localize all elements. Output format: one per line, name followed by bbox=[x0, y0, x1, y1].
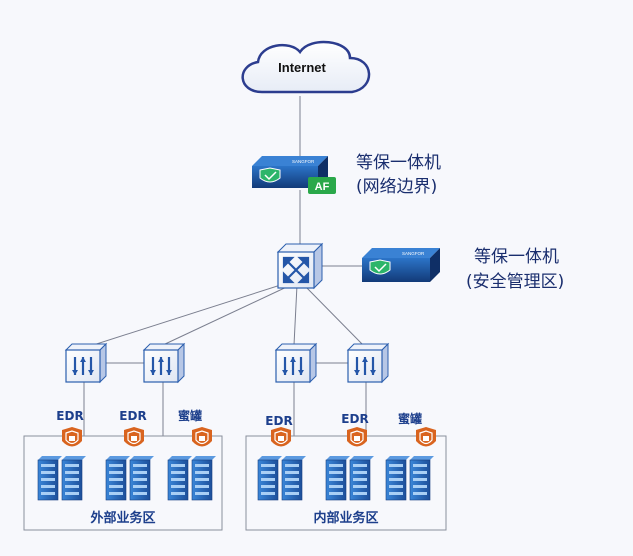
shield-icon bbox=[192, 427, 212, 447]
server-icon bbox=[167, 456, 216, 501]
cloud-label: Internet bbox=[278, 60, 326, 75]
zone-label-internal: 内部业务区 bbox=[313, 510, 378, 526]
link-core-sw4 bbox=[302, 283, 367, 349]
firewall-top-title: 等保一体机 bbox=[356, 153, 441, 173]
switch-icon bbox=[346, 342, 390, 384]
shield-icon bbox=[62, 427, 82, 447]
switch-icon bbox=[142, 342, 186, 384]
shield-icon bbox=[124, 427, 144, 447]
honeypot-label: 蜜罐 bbox=[178, 408, 202, 423]
firewall-mgmt-subtitle: (安全管理区) bbox=[466, 272, 564, 292]
edr-label: EDR bbox=[265, 414, 292, 428]
edr-label: EDR bbox=[119, 409, 146, 423]
firewall-mgmt-title: 等保一体机 bbox=[474, 247, 559, 267]
switch-icon bbox=[274, 342, 318, 384]
firewall-icon-mgmt: SANGFOR bbox=[362, 248, 440, 282]
firewall-icon: SANGFOR AF bbox=[252, 156, 336, 194]
server-icon bbox=[257, 456, 306, 501]
af-badge-label: AF bbox=[315, 181, 330, 193]
shield-icon bbox=[271, 427, 291, 447]
firewall-brand: SANGFOR bbox=[292, 159, 315, 164]
devices bbox=[37, 342, 436, 501]
af-badge bbox=[308, 177, 336, 194]
link-core-sw3 bbox=[293, 284, 298, 346]
link-core-sw1 bbox=[83, 281, 291, 349]
honeypot-label: 蜜罐 bbox=[398, 411, 422, 426]
zone-box-internal bbox=[245, 435, 447, 531]
cloud-icon: Internet bbox=[241, 40, 371, 94]
server-icon bbox=[105, 456, 154, 501]
server-icon bbox=[37, 456, 86, 501]
shield-icon bbox=[416, 427, 436, 447]
firewall-top-subtitle: (网络边界) bbox=[356, 177, 437, 197]
edr-label: EDR bbox=[56, 409, 83, 423]
firewall-mgmt-brand: SANGFOR bbox=[402, 251, 425, 256]
server-icon bbox=[385, 456, 434, 501]
zone-label-external: 外部业务区 bbox=[89, 510, 155, 526]
zone-box-external bbox=[23, 435, 223, 531]
shield-icon bbox=[347, 427, 367, 447]
switch-icon bbox=[64, 342, 108, 384]
link-core-sw2 bbox=[162, 283, 294, 346]
core-switch-icon bbox=[276, 242, 324, 290]
connection-lines bbox=[83, 96, 367, 436]
server-icon bbox=[325, 456, 374, 501]
edr-label: EDR bbox=[341, 412, 368, 426]
